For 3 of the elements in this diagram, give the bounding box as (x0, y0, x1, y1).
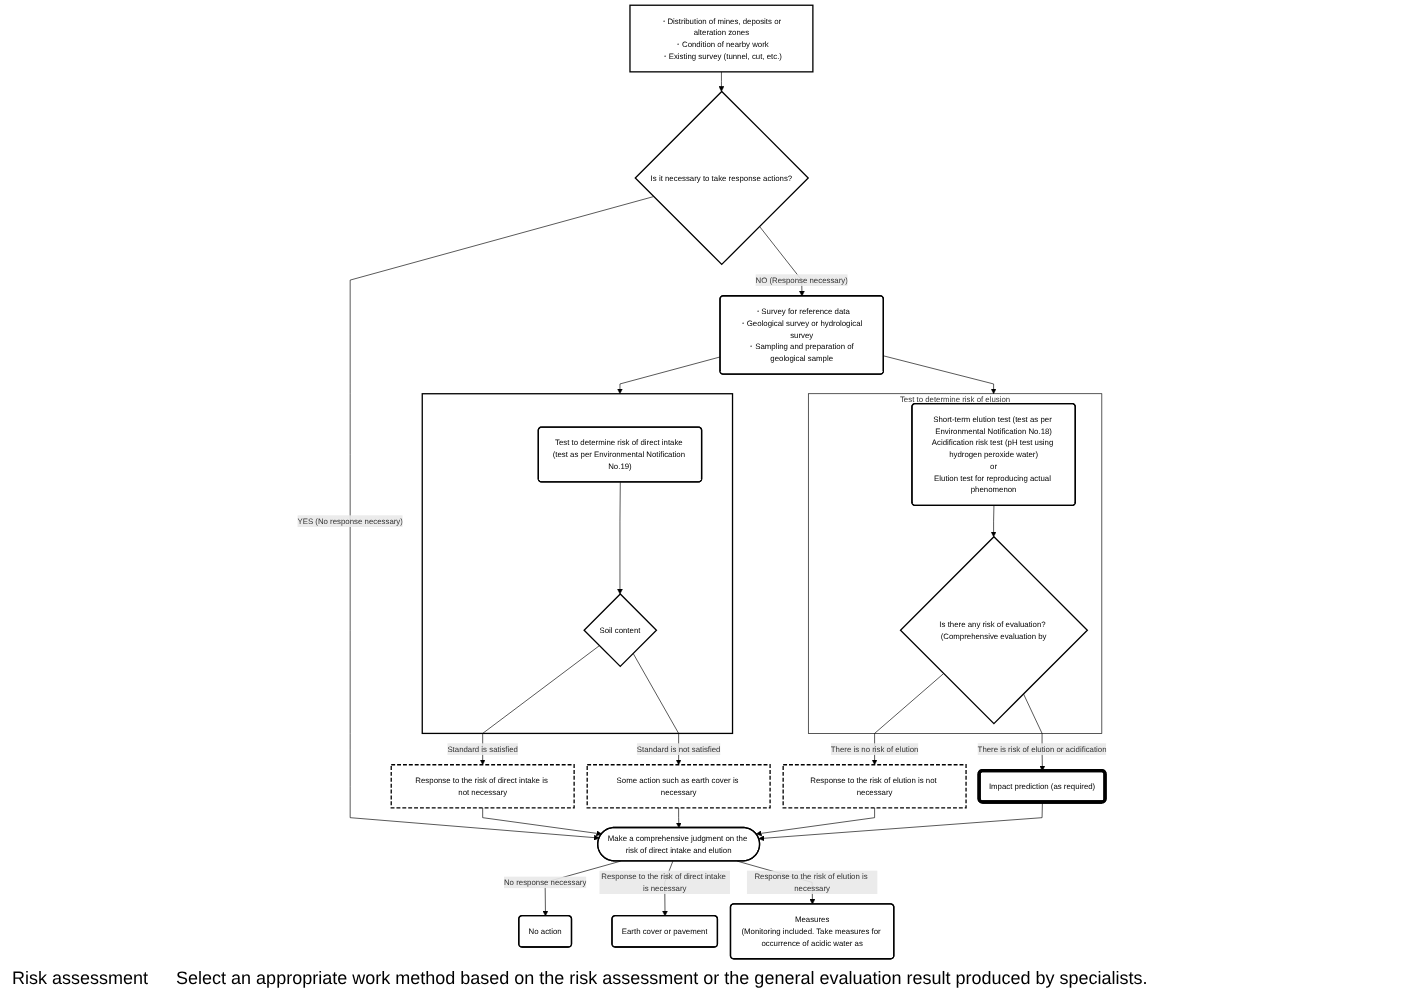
cluster (421, 393, 734, 735)
note-text: Select an appropriate work method based on the risk assessment or the general evaluation result produced by specialists. (176, 968, 1148, 988)
note-text: Risk assessment (12, 968, 149, 988)
